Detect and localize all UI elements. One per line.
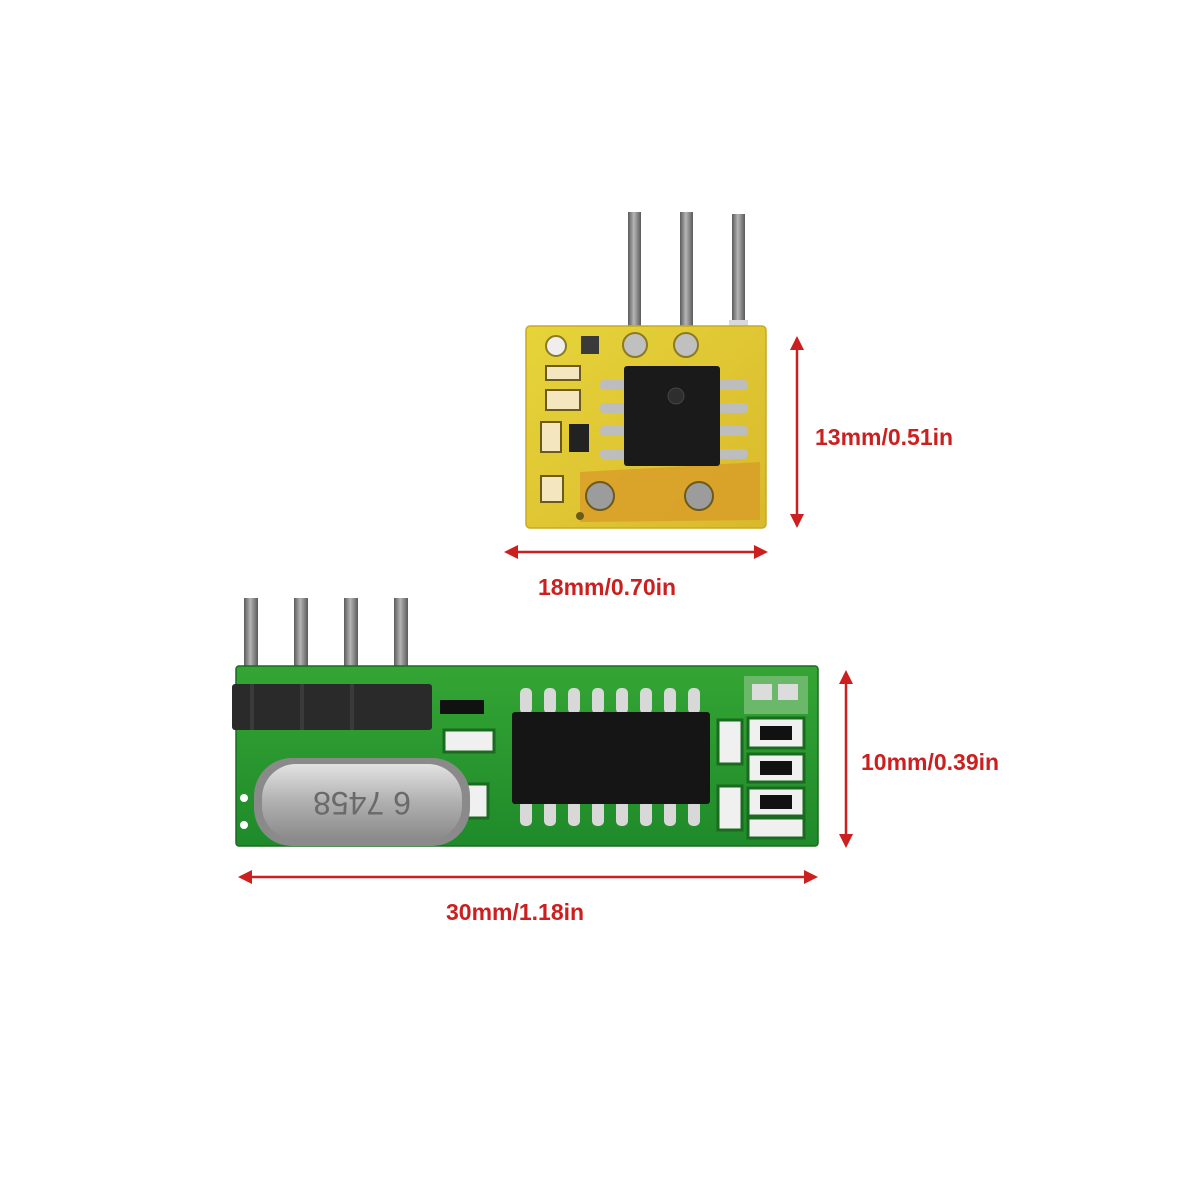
- transmitter-width-label: 18mm/0.70in: [538, 574, 677, 600]
- dimension-arrows: [238, 336, 853, 884]
- receiver-height-label: 10mm/0.39in: [861, 749, 1000, 775]
- transmitter-height-label: 13mm/0.51in: [815, 424, 954, 450]
- transmitter-module: [525, 212, 767, 529]
- receiver-height-arrow: [839, 670, 853, 848]
- receiver-width-label: 30mm/1.18in: [446, 899, 585, 925]
- transmitter-chip: [600, 366, 748, 466]
- transmitter-height-arrow: [790, 336, 804, 528]
- transmitter-width-arrow: [504, 545, 768, 559]
- receiver-pin-header: [232, 684, 432, 730]
- receiver-module: 6 7458: [232, 598, 819, 847]
- receiver-crystal: 6 7458: [254, 758, 470, 846]
- crystal-marking: 6 7458: [313, 785, 411, 821]
- receiver-chip: [512, 688, 710, 826]
- receiver-width-arrow: [238, 870, 818, 884]
